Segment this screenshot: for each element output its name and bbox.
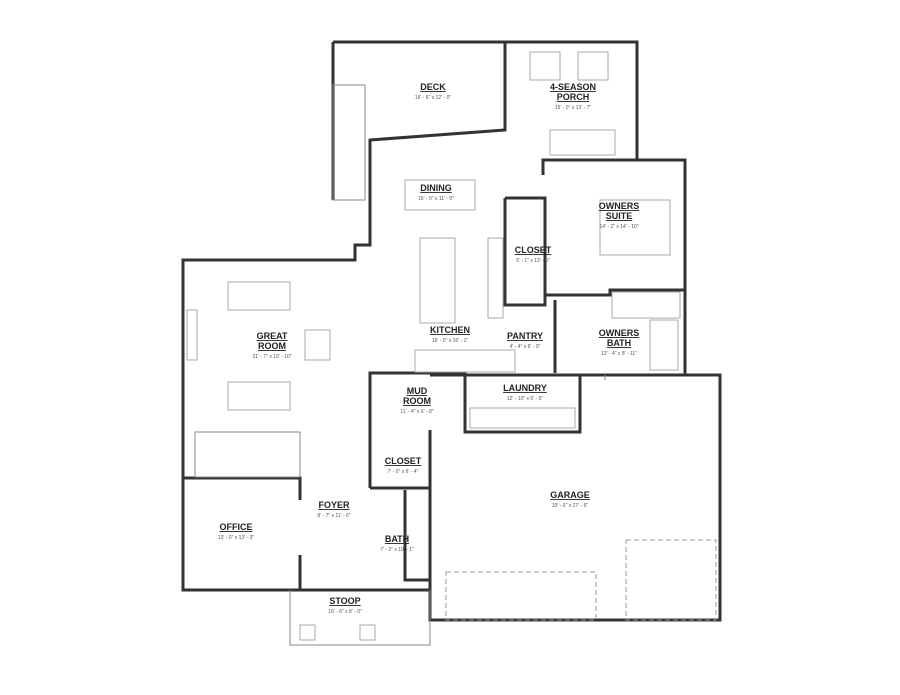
mud-room-dim: 11' - 4" x 6' - 8" xyxy=(400,409,433,415)
bath-label: BATH xyxy=(385,534,409,544)
porch-label-1: 4-SEASON xyxy=(550,82,596,92)
great-room-dim: 21' - 7" x 19' - 10" xyxy=(252,354,291,360)
dining-dim: 16' - 0" x 11' - 0" xyxy=(418,196,454,202)
room-labels: DECK 16' - 6" x 12' - 0" 4-SEASON PORCH … xyxy=(218,82,639,615)
stoop-label: STOOP xyxy=(329,596,360,606)
owners-suite-label-1: OWNERS xyxy=(599,201,640,211)
garage-label: GARAGE xyxy=(550,490,590,500)
kitchen-dim: 16' - 0" x 16' - 1" xyxy=(432,338,469,344)
deck-label: DECK xyxy=(420,82,446,92)
great-room-label-1: GREAT xyxy=(257,331,288,341)
owner-closet-label: CLOSET xyxy=(515,245,552,255)
laundry-dim: 12' - 10" x 6' - 5" xyxy=(507,396,544,402)
kitchen-label: KITCHEN xyxy=(430,325,470,335)
bath-dim: 7' - 2" x 10' - 1" xyxy=(380,547,414,553)
office-label: OFFICE xyxy=(220,522,253,532)
owner-closet-dim: 6' - 1" x 13' - 6" xyxy=(516,258,550,264)
deck-dim: 16' - 6" x 12' - 0" xyxy=(415,95,452,101)
office-dim: 13' - 0" x 13' - 3" xyxy=(218,535,255,541)
mud-room-label-1: MUD xyxy=(407,386,428,396)
mud-room-label-2: ROOM xyxy=(403,396,431,406)
stoop-dim: 16' - 6" x 8' - 0" xyxy=(328,609,362,615)
porch-dim: 15' - 0" x 13' - 7" xyxy=(555,105,592,111)
owners-suite-dim: 14' - 2" x 14' - 10" xyxy=(599,224,638,230)
owners-bath-label-1: OWNERS xyxy=(599,328,640,338)
walls xyxy=(181,40,722,646)
furniture xyxy=(186,51,717,641)
great-room-label-2: ROOM xyxy=(258,341,286,351)
dining-label: DINING xyxy=(420,183,452,193)
porch-label-2: PORCH xyxy=(557,92,590,102)
pantry-label: PANTRY xyxy=(507,331,543,341)
mud-closet-dim: 7' - 0" x 6' - 4" xyxy=(388,469,419,475)
owners-suite-label-2: SUITE xyxy=(606,211,633,221)
mud-closet-label: CLOSET xyxy=(385,456,422,466)
laundry-label: LAUNDRY xyxy=(503,383,547,393)
garage-dim: 33' - 6" x 27' - 6" xyxy=(552,503,589,509)
owners-bath-dim: 12' - 4" x 8' - 11" xyxy=(601,351,637,357)
owners-bath-label-2: BATH xyxy=(607,338,631,348)
stairs xyxy=(194,84,366,478)
foyer-dim: 8' - 7" x 11' - 6" xyxy=(317,513,350,519)
foyer-label: FOYER xyxy=(318,500,350,510)
pantry-dim: 4' - 4" x 6' - 9" xyxy=(510,344,541,350)
